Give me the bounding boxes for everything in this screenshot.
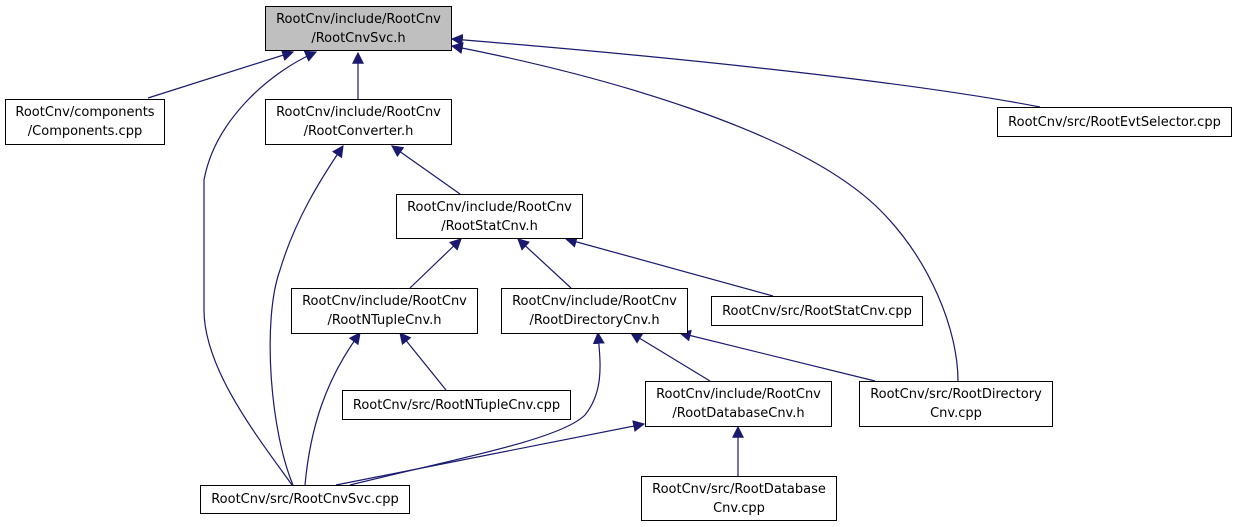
- node-label-line-2: /RootStatCnv.h: [441, 218, 538, 234]
- edge-cnvsvc-to-root: [203, 50, 318, 486]
- edge-cnvsvc-to-converter: [269, 145, 344, 486]
- node-label-line-2: /RootNTupleCnv.h: [327, 313, 442, 328]
- node-label-line-1: RootCnv/src/RootStatCnv.cpp: [722, 303, 912, 319]
- node-rootstatcnv-cpp[interactable]: RootCnv/src/RootStatCnv.cpp: [711, 296, 923, 326]
- node-rootdatabasecnv-h[interactable]: RootCnv/include/RootCnv /RootDatabaseCnv…: [645, 381, 832, 427]
- edge-databasecnv-h-to-directorycnv-h: [629, 332, 711, 382]
- edge-directorycnv-cpp-to-root: [450, 42, 959, 382]
- node-label-line-2: /RootDatabaseCnv.h: [672, 406, 805, 421]
- edge-cnvsvc-to-ntuplecnv-h: [304, 332, 361, 486]
- node-label-line-1: RootCnv/src/RootDatabase: [652, 481, 826, 497]
- edge-statcnv-h-to-converter: [391, 145, 461, 195]
- node-rootcnvsvc-cpp[interactable]: RootCnv/src/RootCnvSvc.cpp: [200, 485, 410, 514]
- node-rootdirectorycnv-h[interactable]: RootCnv/include/RootCnv /RootDirectoryCn…: [501, 288, 688, 334]
- node-label-line-2: /RootDirectoryCnv.h: [529, 313, 660, 328]
- node-rootntuplecnv-cpp[interactable]: RootCnv/src/RootNTupleCnv.cpp: [342, 390, 571, 420]
- node-label-line-2: /RootConverter.h: [303, 124, 414, 139]
- edge-components-to-root: [147, 49, 295, 99]
- node-label-line-1: RootCnv/src/RootNTupleCnv.cpp: [352, 397, 561, 413]
- node-rootntuplecnv-h[interactable]: RootCnv/include/RootCnv /RootNTupleCnv.h: [291, 288, 478, 334]
- edge-ntuplecnv-cpp-to-ntuplecnv-h: [399, 332, 447, 391]
- node-rootconverter-h[interactable]: RootCnv/include/RootCnv /RootConverter.h: [265, 99, 452, 145]
- node-label-line-1: RootCnv/include/RootCnv: [276, 11, 441, 27]
- node-label-line-1: RootCnv/include/RootCnv: [512, 294, 677, 309]
- node-label-line-2: Cnv.cpp: [930, 406, 982, 421]
- node-label-line-2: Cnv.cpp: [713, 500, 765, 516]
- node-rootdatabasecnv-cpp[interactable]: RootCnv/src/RootDatabase Cnv.cpp: [641, 476, 837, 521]
- edge-ntuplecnv-h-to-statcnv-h: [409, 238, 462, 289]
- node-rootcnvsvc-h[interactable]: RootCnv/include/RootCnv /RootCnvSvc.h: [265, 6, 452, 51]
- node-components-cpp[interactable]: RootCnv/components /Components.cpp: [5, 99, 165, 145]
- node-label-line-1: RootCnv/src/RootDirectory: [870, 387, 1042, 402]
- node-label-line-1: RootCnv/include/RootCnv: [276, 105, 441, 120]
- node-rootdirectorycnv-cpp[interactable]: RootCnv/src/RootDirectory Cnv.cpp: [859, 381, 1053, 427]
- node-label-line-2: /RootCnvSvc.h: [311, 30, 406, 46]
- node-label-line-1: RootCnv/src/RootCnvSvc.cpp: [211, 492, 399, 507]
- edge-statcnv-cpp-to-statcnv-h: [564, 236, 774, 297]
- node-label-line-1: RootCnv/src/RootEvtSelector.cpp: [1008, 114, 1221, 130]
- node-label-line-2: /Components.cpp: [27, 124, 143, 139]
- edge-cnvsvc-to-databasecnv-h: [335, 420, 646, 486]
- edge-evtselector-to-root: [450, 33, 1041, 108]
- node-rootstatcnv-h[interactable]: RootCnv/include/RootCnv /RootStatCnv.h: [396, 194, 583, 239]
- node-label-line-1: RootCnv/include/RootCnv: [407, 199, 572, 215]
- node-label-line-1: RootCnv/include/RootCnv: [302, 294, 467, 309]
- edge-directorycnv-cpp-to-directorycnv-h: [678, 329, 876, 382]
- node-label-line-1: RootCnv/components: [15, 105, 155, 120]
- edge-directorycnv-h-to-statcnv-h: [517, 238, 572, 289]
- node-label-line-1: RootCnv/include/RootCnv: [656, 387, 821, 402]
- node-rootevtselector-cpp[interactable]: RootCnv/src/RootEvtSelector.cpp: [997, 107, 1232, 137]
